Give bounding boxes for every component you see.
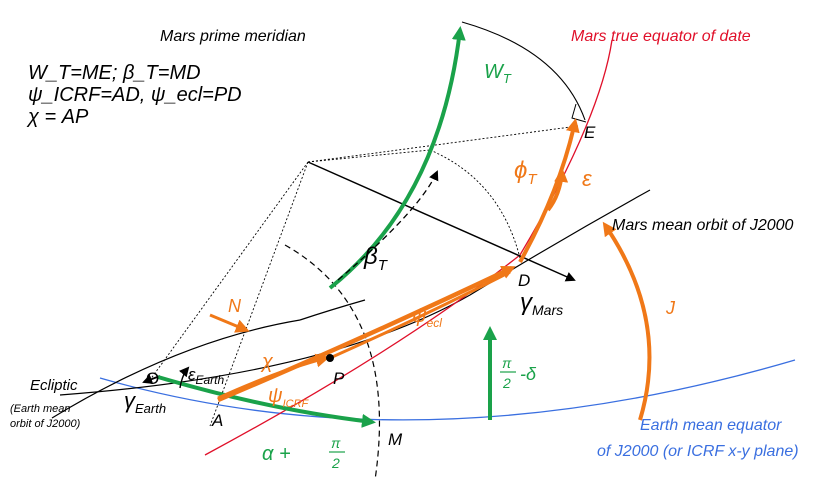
phi-label: ϕT (514, 157, 538, 188)
beta-label: βT (363, 243, 389, 274)
wt-dashed-overlay (337, 170, 439, 281)
right-angle-marker (571, 103, 587, 123)
svg-text:-δ: -δ (520, 364, 537, 384)
epsilon-orange-arrow (546, 168, 569, 212)
definition-line-1: W_T=ME; β_T=MD (28, 62, 201, 84)
ecliptic-label: Ecliptic (30, 377, 78, 394)
epsilon-label: ε (582, 166, 592, 191)
gamma-mars-label: γMars (520, 289, 563, 318)
psi-ecl-label: ψecl (412, 305, 442, 330)
chi-label: χ (260, 351, 274, 373)
true-equator-label: Mars true equator of date (571, 28, 751, 45)
psi-icrf-label: ψICRF (268, 385, 310, 410)
psi-ecl-orange-arrow (329, 270, 511, 360)
svg-text:π: π (331, 435, 341, 451)
definitions-block: W_T=ME; β_T=MD ψ_ICRF=AD, ψ_ecl=PD χ = A… (28, 62, 242, 128)
point-d-label: D (518, 271, 530, 290)
wt-green-arc (328, 26, 466, 290)
svg-text:2: 2 (502, 375, 511, 391)
earth-mean-equator-curve (99, 359, 796, 421)
prime-meridian-label: Mars prime meridian (160, 28, 306, 45)
svg-text:π: π (502, 355, 512, 371)
psi-icrf-orange-arrow (217, 265, 516, 403)
n-label: N (228, 296, 242, 316)
mean-orbit-label: Mars mean orbit of J2000 (612, 217, 794, 234)
wt-label: WT (484, 61, 512, 86)
point-p-label: P (333, 369, 345, 388)
eps-earth-label: εEarth (188, 365, 224, 387)
j-label: J (665, 298, 676, 318)
gamma-earth-label: γEarth (124, 388, 166, 416)
mars-true-equator-curve (204, 39, 613, 456)
ecliptic-curve-right (299, 299, 366, 321)
ecliptic-sub2-label: orbit of J2000) (10, 418, 81, 430)
j-orange-arc (602, 221, 652, 421)
ecliptic-curve (51, 319, 301, 419)
chi-orange-arrow (217, 353, 330, 400)
definition-line-2: ψ_ICRF=AD, ψ_ecl=PD (28, 84, 242, 106)
mars-mean-orbit-curve (59, 189, 651, 396)
svg-text:2: 2 (331, 455, 340, 471)
alpha-expression: α + π 2 (262, 435, 345, 471)
definition-line-3: χ = AP (28, 106, 89, 128)
ecliptic-sub1-label: (Earth mean (10, 403, 71, 415)
point-m-label: M (388, 430, 403, 449)
point-p-dot (326, 354, 334, 362)
point-a-label: A (211, 411, 223, 430)
point-e-label: E (584, 123, 596, 142)
point-o-label: O (146, 369, 159, 388)
earth-equator-label2: of J2000 (or ICRF x-y plane) (597, 443, 799, 460)
n-orange-arrow (209, 313, 250, 333)
gamma-earth-arrow (142, 374, 161, 384)
svg-text:α +: α + (262, 443, 291, 465)
earth-equator-label1: Earth mean equator (640, 417, 782, 434)
prime-meridian-arc (461, 21, 586, 121)
phi-orange-arrow (518, 118, 580, 263)
eps-earth-arrow (178, 366, 190, 389)
delta-expression: π 2 -δ (500, 355, 537, 391)
alpha-green-arrow (157, 375, 376, 428)
mars-axis-line (307, 161, 576, 282)
dotted-construction-lines (149, 125, 579, 427)
